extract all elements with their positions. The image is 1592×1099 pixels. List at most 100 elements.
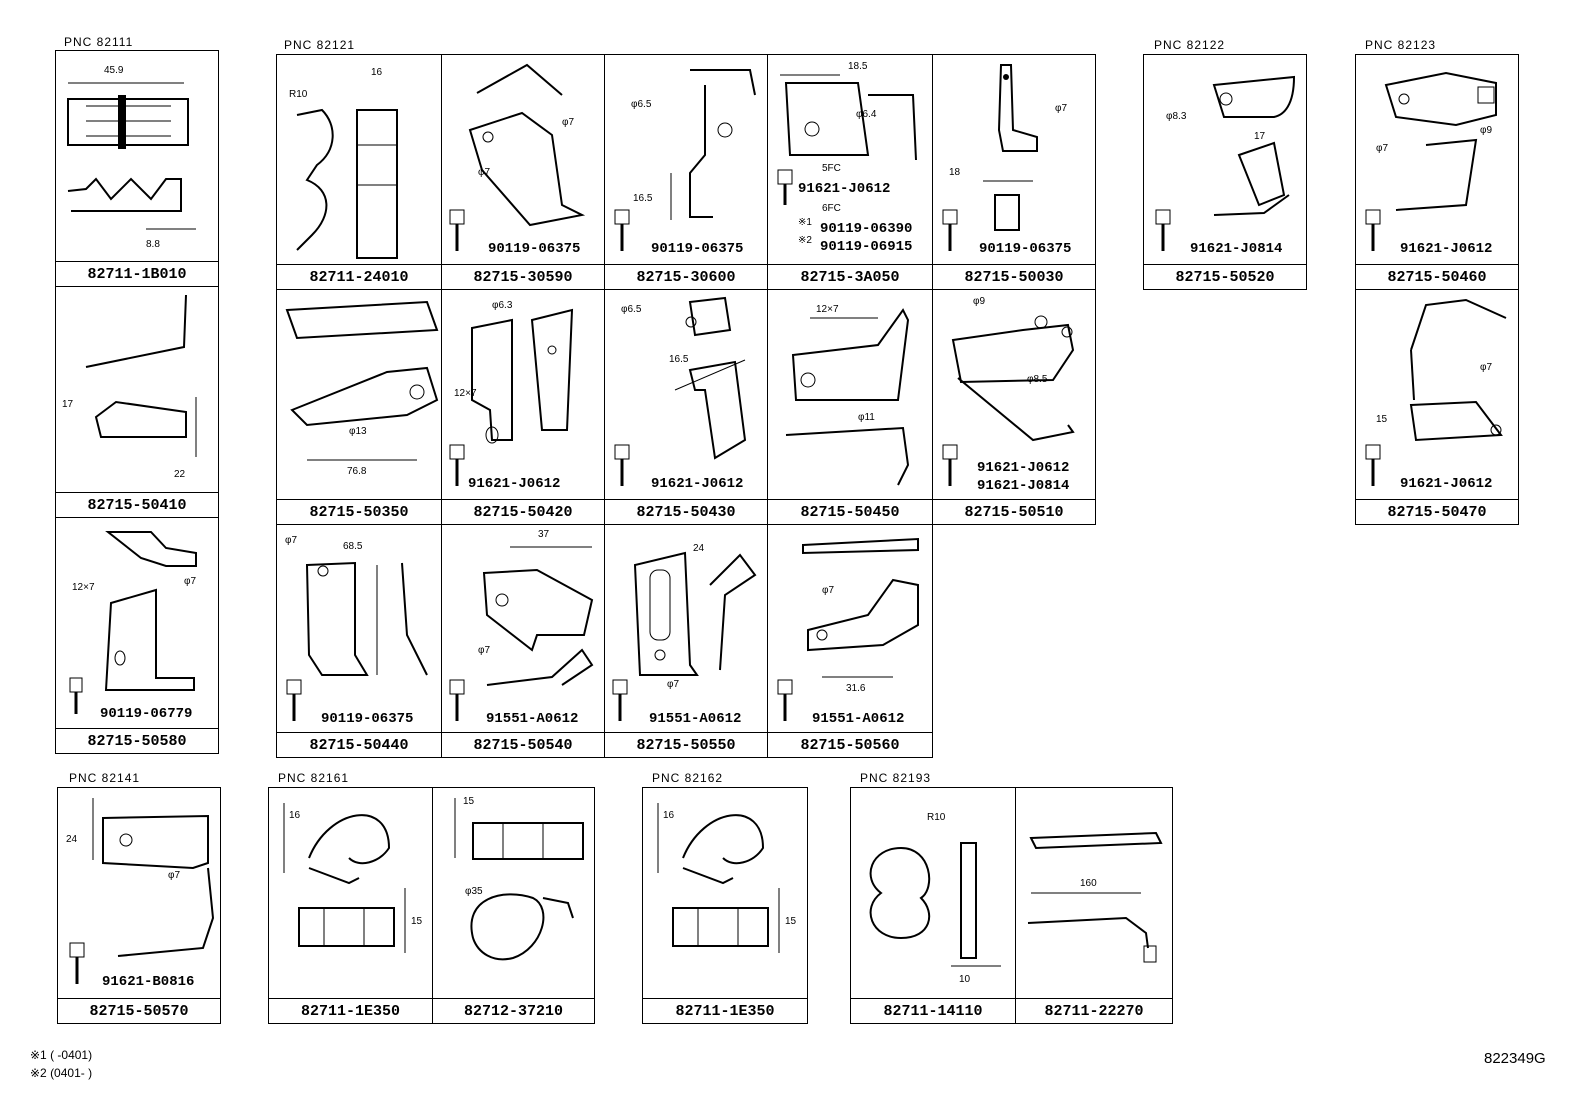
dim-label: 76.8 — [347, 466, 367, 477]
fastener-part-number: 91621-J0814 — [1190, 241, 1283, 257]
dim-label: 15 — [411, 916, 423, 927]
dim-label: φ7 — [562, 117, 575, 128]
part-cell[interactable]: φ8.3 17 91621-J0814 82715-50520 — [1143, 54, 1307, 290]
fastener-part-number: 91551-A0612 — [649, 711, 742, 727]
pnc-label: PNC 82121 — [284, 38, 356, 52]
fastener-part-number: 91621-J0612 — [468, 476, 561, 492]
part-cell[interactable]: φ13 76.8 82715-50350 — [276, 289, 442, 525]
dim-label: φ8.3 — [1166, 111, 1187, 122]
dim-label: φ7 — [667, 679, 680, 690]
part-cell[interactable]: 24 φ7 91551-A0612 82715-50550 — [604, 524, 768, 758]
dim-label: φ9 — [1480, 125, 1493, 136]
dim-label: φ9 — [973, 296, 986, 307]
part-cell[interactable]: 45.9 8.8 82711-1B010 — [55, 50, 219, 287]
part-drawing — [69, 798, 215, 984]
dim-label: φ7 — [478, 167, 491, 178]
part-cell[interactable]: R10 16 82711-24010 — [276, 54, 442, 290]
part-cell[interactable]: 160 82711-22270 — [1015, 787, 1173, 1024]
part-cell[interactable]: 24 φ7 91621-B0816 82715-50570 — [57, 787, 221, 1024]
dim-label: φ35 — [465, 886, 483, 897]
part-drawing — [612, 551, 757, 721]
part-number: 82715-50440 — [277, 732, 441, 757]
part-number: 82715-30600 — [605, 264, 767, 289]
part-number: 82715-50420 — [442, 499, 604, 524]
part-number: 82712-37210 — [433, 998, 594, 1023]
fastener-part-number: 90119-06375 — [979, 241, 1072, 257]
part-cell[interactable]: φ6.5 16.5 90119-06375 82715-30600 — [604, 54, 768, 290]
dim-label: 18.5 — [848, 61, 868, 72]
fastener-part-number: 90119-06779 — [100, 706, 193, 722]
part-drawing — [449, 308, 574, 486]
pnc-label: PNC 82161 — [278, 771, 350, 785]
footnote: ※2 (0401- ) — [30, 1066, 93, 1080]
part-drawing — [85, 294, 197, 457]
part-cell[interactable]: φ7 68.5 90119-06375 82715-50440 — [276, 524, 442, 758]
fastener-part-number: 91621-J0612 — [1400, 476, 1493, 492]
part-cell[interactable]: 16 15 82711-1E350 — [642, 787, 808, 1024]
part-cell[interactable]: φ6.3 12×7 91621-J0612 82715-50420 — [441, 289, 605, 525]
part-drawing — [614, 296, 747, 486]
part-number: 82711-22270 — [1016, 998, 1172, 1023]
part-drawing — [296, 108, 398, 259]
part-cell[interactable]: φ7 φ9 91621-J0612 82715-50460 — [1355, 54, 1519, 290]
part-cell[interactable]: φ7 31.6 91551-A0612 82715-50560 — [767, 524, 933, 758]
part-drawing — [777, 537, 919, 721]
part-drawing — [449, 63, 586, 251]
dim-label: ※1 — [798, 217, 812, 228]
fastener-part-number: 90119-06390 — [820, 221, 913, 237]
fastener-part-number: 90119-06915 — [820, 239, 913, 255]
part-cell[interactable]: 17 22 82715-50410 — [55, 286, 219, 518]
part-cell[interactable]: R10 10 82711-14110 — [850, 787, 1016, 1024]
part-cell[interactable]: φ7 15 91621-J0612 82715-50470 — [1355, 289, 1519, 525]
pnc-label: PNC 82141 — [69, 771, 141, 785]
dim-label: φ7 — [822, 585, 835, 596]
dim-label: φ6.5 — [631, 99, 652, 110]
part-cell[interactable]: φ6.5 16.5 91621-J0612 82715-50430 — [604, 289, 768, 525]
dim-label: 16.5 — [633, 193, 653, 204]
fastener-part-number: 91551-A0612 — [486, 711, 579, 727]
fastener-part-number: 90119-06375 — [651, 241, 744, 257]
part-cell[interactable]: φ7 φ7 90119-06375 82715-30590 — [441, 54, 605, 290]
dim-label: 12×7 — [454, 388, 477, 399]
part-drawing — [777, 74, 917, 205]
part-cell[interactable]: 16 15 82711-1E350 — [268, 787, 433, 1024]
dim-label: 45.9 — [104, 65, 124, 76]
part-number: 82715-50350 — [277, 499, 441, 524]
dim-label: φ7 — [184, 576, 197, 587]
part-number: 82715-50570 — [58, 998, 220, 1023]
part-number: 82715-50470 — [1356, 499, 1518, 524]
pnc-label: PNC 82162 — [652, 771, 724, 785]
part-number: 82711-1B010 — [56, 261, 218, 286]
part-cell[interactable]: 15 φ35 82712-37210 — [432, 787, 595, 1024]
part-number: 82711-14110 — [851, 998, 1015, 1023]
dim-label: φ7 — [1055, 103, 1068, 114]
fastener-part-number: 91621-B0816 — [102, 974, 195, 990]
part-number: 82715-50460 — [1356, 264, 1518, 289]
dim-label: φ7 — [1480, 362, 1493, 373]
part-drawing — [869, 842, 1001, 967]
part-number: 82715-50510 — [933, 499, 1095, 524]
part-drawing — [67, 82, 196, 230]
part-number: 82711-1E350 — [269, 998, 432, 1023]
part-number: 82715-50540 — [442, 732, 604, 757]
part-number: 82715-50430 — [605, 499, 767, 524]
part-cell[interactable]: 12×7 φ7 90119-06779 82715-50580 — [55, 517, 219, 754]
fastener-part-number: 91621-J0612 — [977, 460, 1070, 476]
part-cell[interactable]: 12×7 φ11 82715-50450 — [767, 289, 933, 525]
part-drawing — [614, 69, 756, 251]
part-cell[interactable]: 37 φ7 91551-A0612 82715-50540 — [441, 524, 605, 758]
dim-label: 18 — [949, 167, 961, 178]
footnote: ※1 ( -0401) — [30, 1048, 93, 1062]
part-cell[interactable]: 18.5 φ6.4 5FC 91621-J0612 6FC ※1 ※2 9011… — [767, 54, 933, 290]
fastener-part-number: 90119-06375 — [488, 241, 581, 257]
dim-label: 16 — [289, 810, 301, 821]
dim-label: 5FC — [822, 163, 841, 174]
dim-label: 68.5 — [343, 541, 363, 552]
diagram-code: 822349G — [1484, 1050, 1546, 1067]
part-number: 82715-50410 — [56, 492, 218, 517]
part-cell[interactable]: φ9 φ8.5 91621-J0612 91621-J0814 82715-50… — [932, 289, 1096, 525]
part-drawing — [286, 561, 428, 721]
part-cell[interactable]: φ7 18 90119-06375 82715-50030 — [932, 54, 1096, 290]
dim-label: φ6.5 — [621, 304, 642, 315]
part-drawing — [454, 798, 584, 961]
